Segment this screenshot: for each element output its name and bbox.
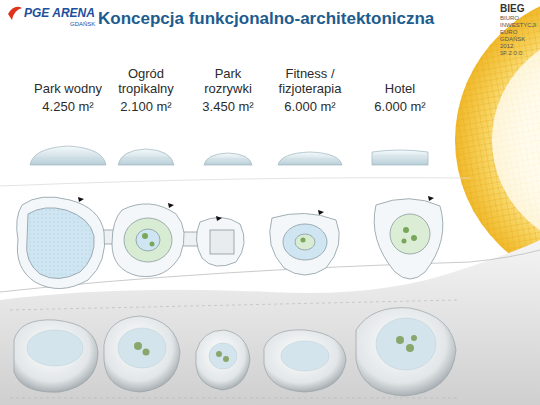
partner-logo-text: GDAŃSK: [500, 36, 525, 43]
slide-title: Koncepcja funkcjonalno-architektoniczna: [98, 9, 434, 29]
partner-logo-text: SP. Z O.O.: [500, 50, 524, 56]
floor-area: 4.250 m²: [33, 99, 103, 114]
floor-area: 2.100 m²: [109, 99, 183, 114]
facility-name: Park wodny: [33, 81, 103, 96]
facility-name: Hotel: [365, 81, 435, 96]
logo-text: GDAŃSK: [70, 21, 95, 28]
facility-name: Ogród tropikalny: [109, 66, 183, 96]
facility-label: Ogród tropikalny 2.100 m²: [109, 66, 183, 114]
facility-label: Park wodny 4.250 m²: [33, 81, 103, 114]
partner-logo-text: BIEG: [500, 3, 524, 14]
facility-label: Park rozrywki 3.450 m²: [193, 66, 263, 114]
logo-text: PGE ARENA: [24, 7, 95, 20]
partner-logo-text: EURO: [500, 29, 517, 36]
partner-logo-text: INWESTYCJI: [500, 22, 536, 29]
floor-area: 3.450 m²: [193, 99, 263, 114]
partner-logo-text: BIURO: [500, 15, 519, 22]
floor-area: 6.000 m²: [268, 99, 352, 114]
facility-name: Fitness / fizjoterapia: [268, 66, 352, 96]
facility-label: Fitness / fizjoterapia 6.000 m²: [268, 66, 352, 114]
floor-area: 6.000 m²: [365, 99, 435, 114]
facility-label: Hotel 6.000 m²: [365, 81, 435, 114]
facility-name: Park rozrywki: [193, 66, 263, 96]
partner-logo-text: 2012: [500, 43, 513, 50]
